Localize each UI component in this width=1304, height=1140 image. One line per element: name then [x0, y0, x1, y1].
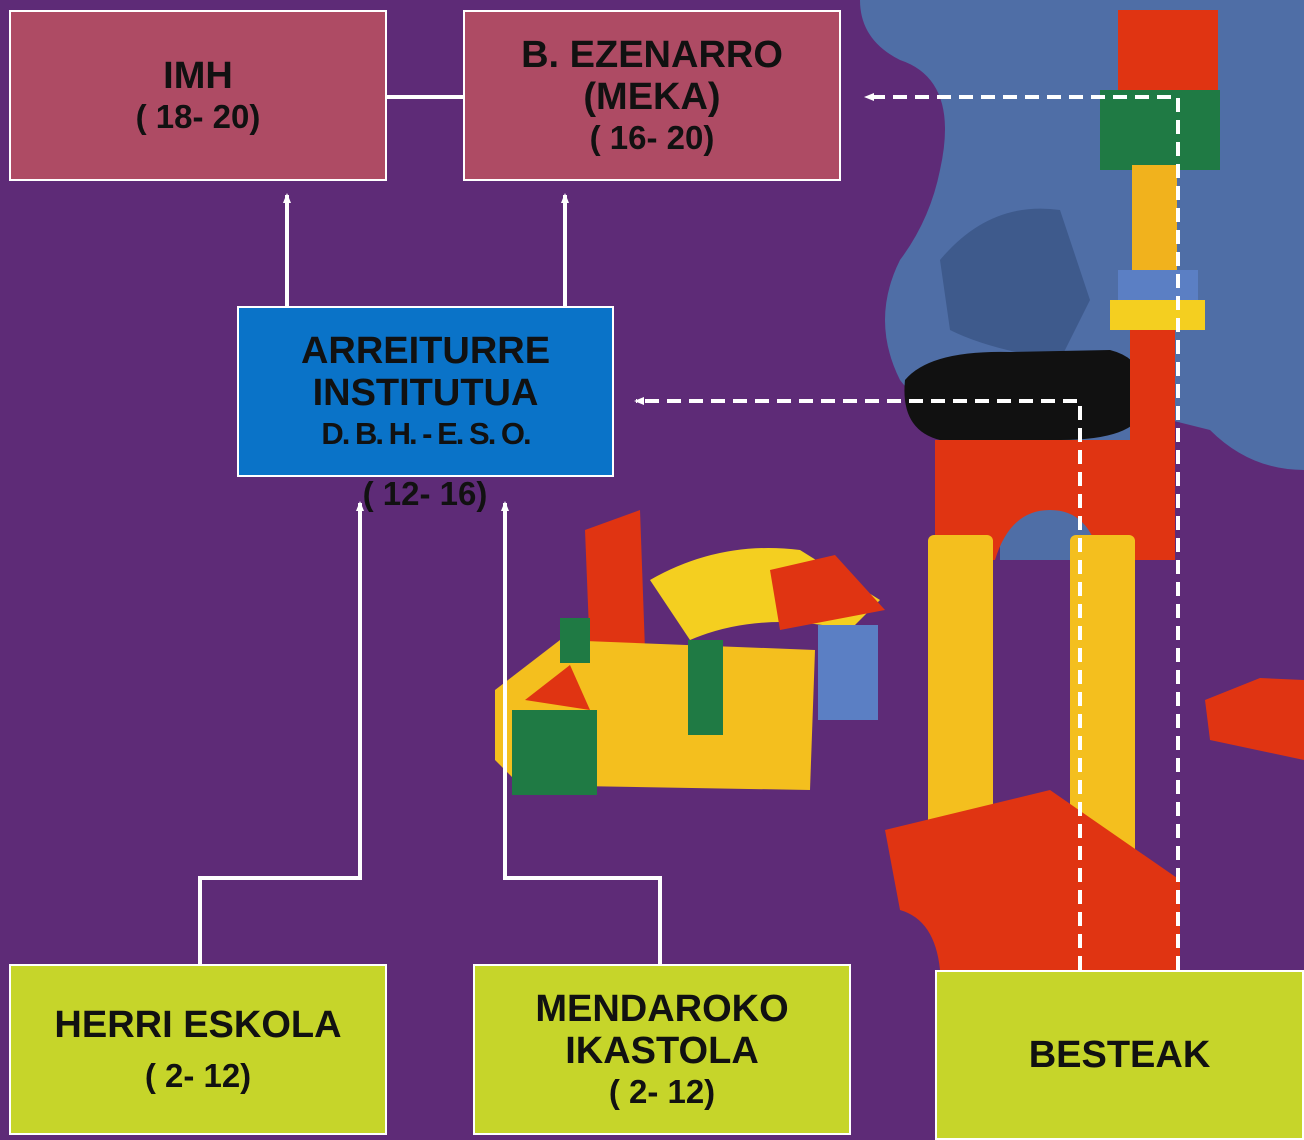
pile-red-triangle — [770, 555, 885, 630]
ezenarro-title-line2: (MEKA) — [583, 75, 721, 118]
pile-green-block-left — [512, 710, 597, 795]
pile-blue-block — [818, 625, 878, 720]
mendaroko-title-line1: MENDAROKO — [535, 987, 789, 1030]
arreiturre-title-line1: ARREITURRE — [300, 329, 551, 372]
pile-green-block-mid — [688, 640, 723, 735]
arrow-mendaro-to-arreiturre — [501, 501, 662, 964]
ezenarro-ages: ( 16- 20) — [589, 118, 715, 156]
tower-right-pillar — [1070, 535, 1135, 885]
mendaroko-ages: ( 2- 12) — [608, 1072, 716, 1110]
tower-yellow-column — [1132, 165, 1177, 275]
herri-eskola-box: HERRI ESKOLA ( 2- 12) — [9, 964, 387, 1135]
arrow-herri-to-arreiturre — [198, 501, 364, 964]
tower-yellow-slab — [1110, 300, 1205, 330]
child-shoe — [904, 350, 1146, 440]
child-shadow — [940, 208, 1090, 360]
arreiturre-ages: ( 12- 16) — [362, 475, 488, 512]
arreiturre-subtitle: D. B. H. - E. S. O. — [321, 415, 531, 451]
imh-box: IMH ( 18- 20) — [9, 10, 387, 181]
herri-eskola-title: HERRI ESKOLA — [54, 1003, 342, 1046]
herri-eskola-ages: ( 2- 12) — [144, 1056, 252, 1094]
arreiturre-title-line2: INSTITUTUA — [312, 371, 539, 414]
besteak-box: BESTEAK — [935, 970, 1304, 1140]
ezenarro-title-line1: B. EZENARRO — [521, 33, 783, 76]
besteak-title: BESTEAK — [1028, 1034, 1211, 1076]
arrow-besteak-to-ezenarro — [864, 93, 1180, 970]
tower-top-block — [1118, 10, 1218, 90]
edge-red-block — [1205, 678, 1304, 760]
tower-red-arch — [935, 440, 1170, 560]
arreiturre-box: ARREITURRE INSTITUTUA D. B. H. - E. S. O… — [237, 306, 614, 477]
arrow-besteak-to-arreiturre — [634, 397, 1082, 970]
imh-ages: ( 18- 20) — [135, 97, 261, 135]
tower-blue-block — [1118, 270, 1198, 305]
tower-red-base — [885, 790, 1180, 970]
ezenarro-box: B. EZENARRO (MEKA) ( 16- 20) — [463, 10, 841, 181]
pile-red-small-triangle — [525, 665, 590, 710]
pile-green-block-back — [560, 618, 590, 663]
tower-green-block — [1100, 90, 1220, 170]
pile-red-arch — [585, 510, 645, 655]
mendaroko-title-line2: IKASTOLA — [565, 1029, 759, 1072]
imh-title: IMH — [163, 54, 233, 97]
mendaroko-ikastola-box: MENDAROKO IKASTOLA ( 2- 12) — [473, 964, 851, 1135]
tower-left-pillar — [928, 535, 993, 885]
